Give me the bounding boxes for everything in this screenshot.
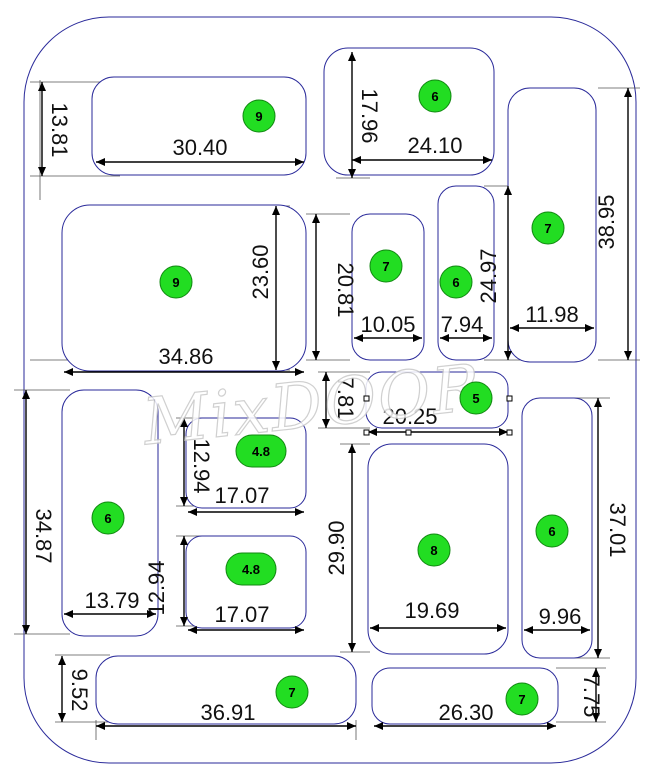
dimension-arrow-top-left-h <box>38 82 46 176</box>
dimension-arrow-top-center-h <box>348 52 356 178</box>
dim-height-top-center: 17.96 <box>357 88 382 143</box>
compartment-top-center <box>323 47 495 176</box>
svg-text:6: 6 <box>548 524 555 539</box>
dim-height-mini-upper: 12.94 <box>189 438 214 493</box>
dimension-lines <box>22 52 632 730</box>
compartment-small-7 <box>351 213 425 361</box>
dimension-arrow-mini-lower-h <box>180 536 188 626</box>
dim-height-right-lower: 37.01 <box>605 502 630 557</box>
badge-right-tall: 7 <box>531 211 565 245</box>
dim-width-bottom-left: 36.91 <box>200 700 255 725</box>
dimension-arrow-bottom-right-w <box>374 722 556 730</box>
badge-large-left: 9 <box>159 265 193 299</box>
dim-height-small-7: 20.81 <box>333 262 358 317</box>
dimension-arrow-mini-upper-h <box>180 418 188 506</box>
badge-mini-lower: 4.8 <box>225 552 277 586</box>
svg-text:9: 9 <box>172 275 179 290</box>
svg-text:4.8: 4.8 <box>242 562 260 577</box>
badge-small-7: 7 <box>369 249 403 283</box>
badge-bottom-right: 7 <box>505 682 539 716</box>
dimension-arrow-large-left-w <box>64 368 304 376</box>
dimension-arrow-mini-lower-w <box>188 626 304 634</box>
svg-text:6: 6 <box>104 511 111 526</box>
dim-width-small-7: 10.05 <box>360 312 415 337</box>
dim-width-large-left: 34.86 <box>158 344 213 369</box>
dimension-arrow-small-7-h <box>312 214 320 360</box>
svg-text:6: 6 <box>452 275 459 290</box>
dimension-arrow-tiny-5-h <box>322 372 330 428</box>
badges: 9 6 7 9 7 6 5 6 <box>91 79 569 716</box>
dim-height-large-left: 23.60 <box>248 244 273 299</box>
badge-top-left: 9 <box>242 99 276 133</box>
dim-width-bottom-right: 26.30 <box>438 700 493 725</box>
dim-width-mini-lower: 17.07 <box>214 602 269 627</box>
selection-handles <box>363 395 513 436</box>
svg-text:7: 7 <box>518 692 525 707</box>
badge-left-tall: 6 <box>91 501 125 535</box>
dimension-arrow-right-tall-w <box>510 324 594 332</box>
dimension-arrow-center-large-w <box>370 624 506 632</box>
dimension-labels: 30.40 13.81 24.10 17.96 11.98 38.95 34.8… <box>31 88 630 725</box>
dimension-arrow-narrow-6-h <box>504 186 512 360</box>
dim-height-narrow-6: 24.97 <box>476 248 501 303</box>
svg-text:4.8: 4.8 <box>252 444 270 459</box>
badge-top-center: 6 <box>418 79 452 113</box>
dim-width-narrow-6: 7.94 <box>441 312 484 337</box>
svg-text:7: 7 <box>288 685 295 700</box>
dim-height-top-left: 13.81 <box>47 102 72 157</box>
dimension-arrow-bottom-left-w <box>96 722 356 730</box>
dim-width-right-lower: 9.96 <box>539 604 582 629</box>
dim-height-tiny-5: 7.81 <box>333 377 358 420</box>
dimension-arrow-top-center-w <box>352 156 492 164</box>
dim-width-mini-upper: 17.07 <box>214 483 269 508</box>
svg-text:7: 7 <box>544 221 551 236</box>
dimension-arrow-left-tall-w <box>64 610 156 618</box>
dim-width-center-large: 19.69 <box>404 598 459 623</box>
svg-text:7: 7 <box>382 259 389 274</box>
compartment-top-left <box>91 76 307 176</box>
dim-width-top-left: 30.40 <box>172 135 227 160</box>
dim-width-top-center: 24.10 <box>407 133 462 158</box>
dim-height-bottom-left: 9.52 <box>67 669 92 712</box>
dim-width-left-tall: 13.79 <box>84 588 139 613</box>
badge-narrow-6: 6 <box>439 265 473 299</box>
svg-text:6: 6 <box>431 89 438 104</box>
badge-mini-upper: 4.8 <box>235 434 287 468</box>
dim-height-mini-lower: 12.94 <box>144 560 169 615</box>
dim-height-bottom-right: 7.75 <box>579 675 604 718</box>
dimension-arrow-bottom-right-h <box>592 668 600 722</box>
badge-right-lower: 6 <box>535 514 569 548</box>
badge-center-large: 8 <box>417 533 451 567</box>
dimension-arrow-right-lower-w <box>524 626 590 634</box>
dimension-arrow-narrow-6-w <box>440 334 492 342</box>
dim-height-left-tall: 34.87 <box>31 508 56 563</box>
dim-height-right-tall: 38.95 <box>594 194 619 249</box>
dim-width-right-tall: 11.98 <box>525 302 578 327</box>
dimension-arrow-top-left-w <box>96 158 304 166</box>
badge-bottom-left: 7 <box>275 675 309 709</box>
badge-tiny-5: 5 <box>459 381 493 415</box>
svg-text:9: 9 <box>255 109 262 124</box>
dimension-arrow-small-7-w <box>354 334 422 342</box>
dim-height-center-large: 29.90 <box>324 520 349 575</box>
dimension-arrow-tiny-5-w <box>368 428 508 436</box>
dimension-arrow-bottom-left-h <box>58 656 66 722</box>
compartments <box>61 47 597 725</box>
svg-text:5: 5 <box>472 391 479 406</box>
svg-text:8: 8 <box>430 543 437 558</box>
dimension-arrow-mini-upper-w <box>188 508 304 516</box>
dimension-arrow-left-tall-h <box>22 390 30 634</box>
dimension-arrow-right-tall-h <box>624 88 632 360</box>
dimension-arrow-right-lower-h <box>594 398 602 658</box>
dim-width-tiny-5: 20.25 <box>382 404 437 429</box>
dimension-arrow-large-left-h <box>272 206 280 370</box>
dimension-arrow-center-large-h <box>348 444 356 652</box>
